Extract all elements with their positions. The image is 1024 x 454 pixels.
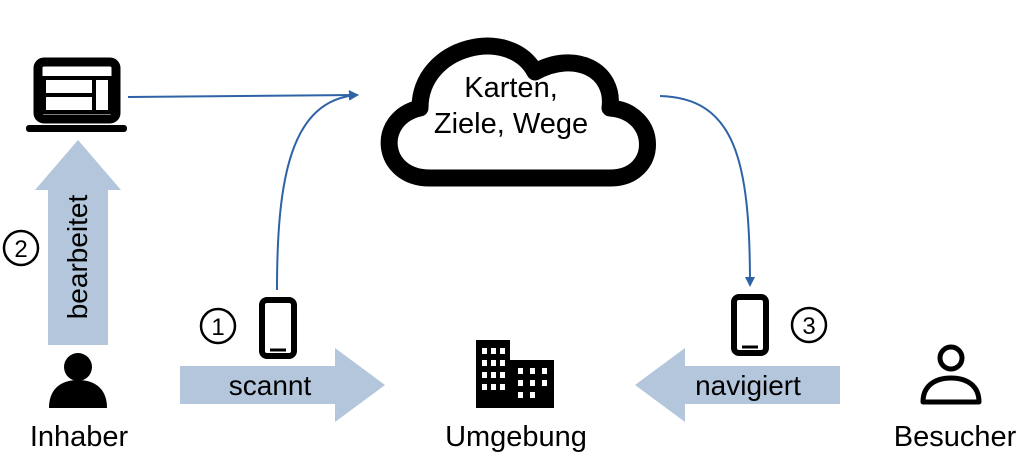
step-2-number: 2 (14, 236, 27, 263)
cloud-label-line1: Karten, (464, 72, 558, 104)
navigate-label: navigiert (695, 370, 801, 401)
smartphone-icon (731, 294, 769, 356)
scan-label: scannt (229, 370, 312, 401)
cloud-label-line2: Ziele, Wege (434, 108, 588, 140)
smartphone-icon (259, 297, 297, 359)
step-3-badge: 3 (790, 306, 828, 344)
step-1-number: 1 (211, 314, 224, 341)
scan-block-arrow: scannt (180, 348, 385, 422)
cloud-icon: Karten, Ziele, Wege (380, 37, 656, 187)
connector-editor-to-cloud (127, 90, 359, 101)
owner-label: Inhaber (30, 421, 129, 453)
building-icon (476, 340, 554, 408)
person-outline-icon (920, 344, 982, 405)
laptop-icon (26, 57, 127, 132)
edit-block-arrow: bearbeitet (35, 140, 121, 345)
connector-cloud-to-navigate (659, 95, 755, 287)
environment-label: Umgebung (445, 421, 587, 453)
person-filled-icon (49, 353, 107, 408)
step-1-badge: 1 (199, 307, 237, 345)
navigate-block-arrow: navigiert (635, 348, 840, 422)
step-3-number: 3 (802, 313, 815, 340)
edit-label: bearbeitet (62, 195, 93, 320)
step-2-badge: 2 (2, 229, 40, 267)
visitor-label: Besucher (894, 421, 1017, 453)
connector-scan-to-cloud (276, 90, 359, 291)
